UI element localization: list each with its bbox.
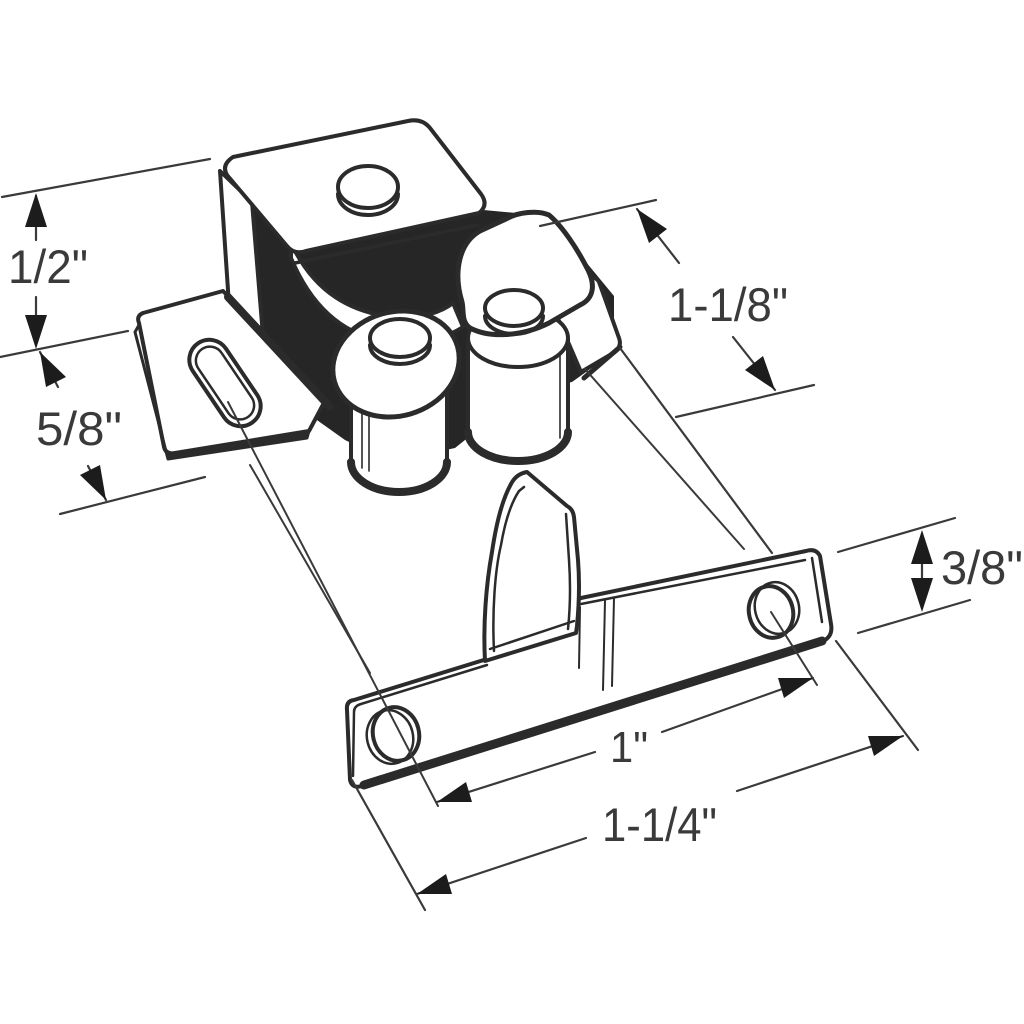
dim-label-bracket-depth: 5/8" (36, 402, 122, 455)
dim-label-catch-height: 1/2" (8, 240, 88, 293)
dimension-hole-spacing: 1" (435, 676, 815, 804)
left-roller-stud (368, 317, 432, 366)
base-plate-thickness (581, 344, 623, 381)
bracket-junction-shadow (224, 293, 334, 411)
strike-thickness (351, 556, 824, 778)
arrowhead-down (25, 315, 47, 349)
extension-line (350, 778, 427, 912)
projection-baseplate (584, 368, 745, 550)
extension-line (58, 475, 207, 516)
strike-fold-lines (578, 597, 615, 691)
dimension-strike-length: 1-1/4" (350, 346, 920, 912)
extension-line (0, 157, 212, 199)
roller-catch-assembly (133, 118, 623, 496)
rivet-boss (336, 164, 400, 217)
extension-line (836, 516, 957, 554)
dim-label-strike-length: 1-1/4" (602, 798, 717, 851)
projection-lines (227, 368, 818, 807)
strike-strip (344, 548, 834, 789)
top-plate (223, 118, 487, 265)
strike-tongue (482, 470, 582, 663)
leader-slot-to-hole (227, 401, 439, 807)
arrowhead-right (778, 678, 813, 698)
extension-line (618, 346, 920, 752)
arrowhead-down-right (745, 356, 775, 390)
bracket-front-shadow (168, 432, 308, 459)
strike-hole-left (365, 705, 422, 766)
strike-bottom-shadow (359, 636, 827, 790)
dimension-half-inch: 1/2" (0, 157, 212, 359)
arrowhead-up-left (637, 209, 667, 243)
dimension-strike-end: 3/8" (836, 516, 1023, 635)
dimension-five-eighths: 5/8" (36, 350, 207, 516)
arrowhead-left (437, 782, 472, 802)
arrowhead-up (911, 530, 933, 564)
leader-hole-right (770, 611, 818, 686)
arrowhead-left (417, 874, 452, 894)
extension-line (674, 383, 816, 419)
arrowhead-down (911, 578, 933, 612)
dim-label-body-length: 1-1/8" (668, 278, 788, 331)
screw-slot (187, 337, 263, 429)
extension-line (856, 598, 972, 635)
arrowhead-down-right (80, 465, 106, 500)
dim-label-strike-end-width: 3/8" (941, 541, 1023, 594)
extension-line (538, 198, 658, 228)
dim-label-hole-spacing: 1" (610, 723, 648, 772)
extension-line (0, 329, 130, 359)
arrowhead-right (868, 736, 903, 756)
dimension-body-length: 1-1/8" (538, 198, 816, 419)
strike-plate (344, 470, 834, 790)
leader-flange-to-strike (249, 464, 371, 674)
arrowhead-up (25, 193, 47, 227)
right-roller-stud (483, 288, 545, 336)
arrowhead-up-left (40, 352, 66, 387)
